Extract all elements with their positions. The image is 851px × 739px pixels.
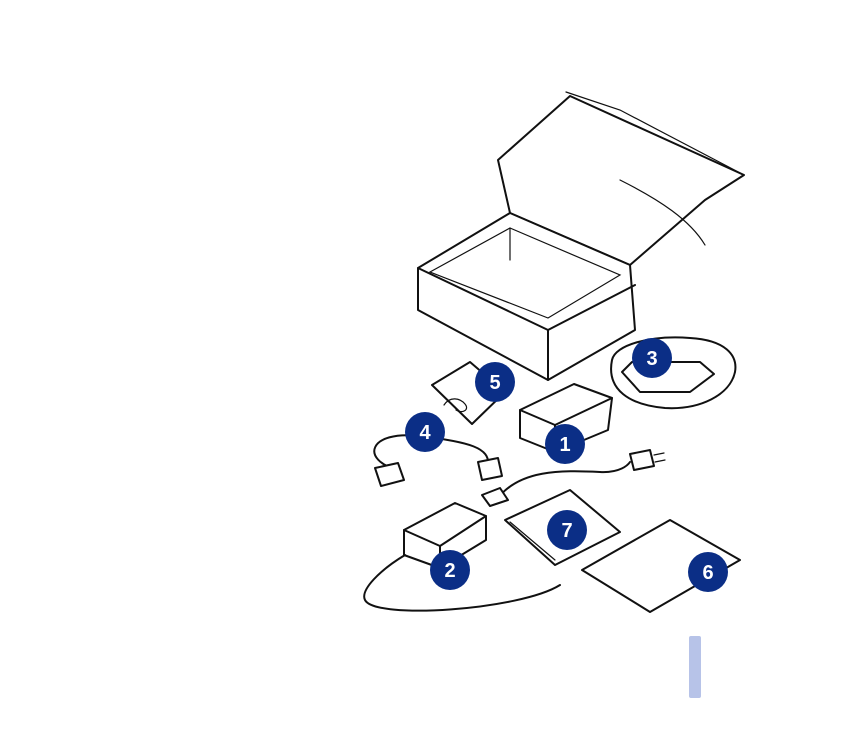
badge-label: 7 xyxy=(561,520,572,542)
badge-label: 5 xyxy=(489,372,500,394)
badge-label: 4 xyxy=(419,422,431,444)
badge-cd: 7 xyxy=(547,510,587,550)
badge-serial-cable: 4 xyxy=(405,412,445,452)
badge-receiver: 1 xyxy=(545,424,585,464)
box-illustration xyxy=(418,92,744,380)
page-edge-tab xyxy=(689,636,701,698)
badge-cradle: 3 xyxy=(632,338,672,378)
badge-accessory-bag: 5 xyxy=(475,362,515,402)
cradle-illustration xyxy=(611,337,735,408)
badge-label: 1 xyxy=(559,434,570,456)
badge-leaflet: 6 xyxy=(688,552,728,592)
badge-label: 3 xyxy=(646,348,657,370)
badge-power-adapter: 2 xyxy=(430,550,470,590)
badge-label: 2 xyxy=(444,560,455,582)
badge-label: 6 xyxy=(702,562,713,584)
